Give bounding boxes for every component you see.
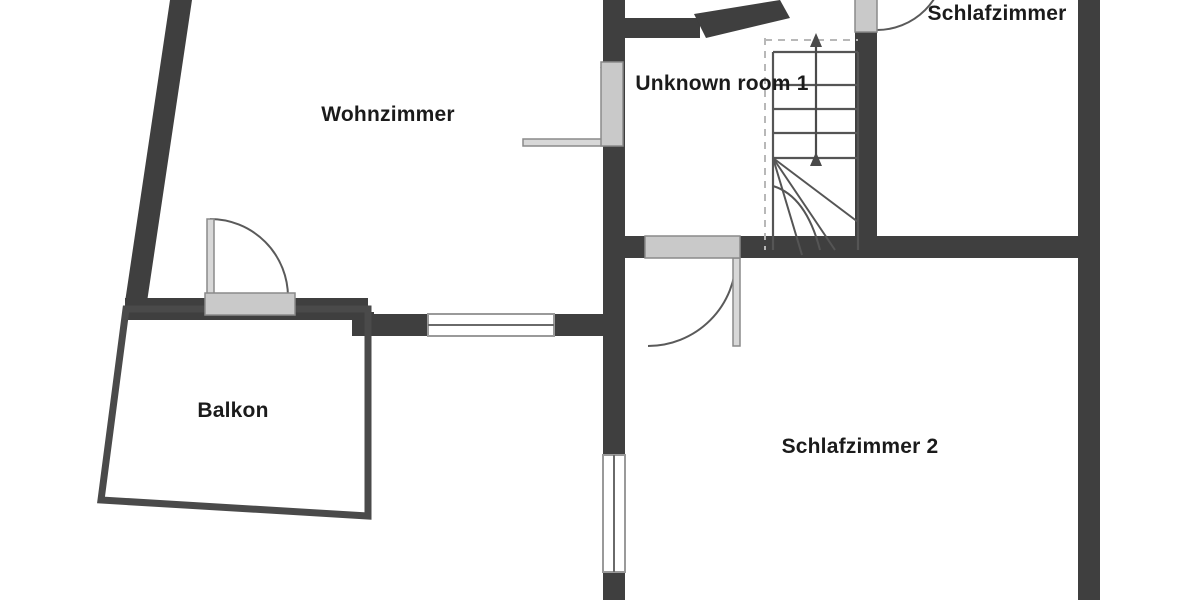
door-frame (644, 235, 741, 259)
door-frame (204, 292, 296, 316)
window-balcony-link (427, 313, 555, 337)
stair-winder (772, 157, 803, 256)
wall-top-center-horizontal (614, 18, 700, 38)
room-label-schlafzimmer: Schlafzimmer (927, 2, 1067, 25)
door-swing-arc (876, 0, 935, 31)
door-leaf (522, 138, 604, 147)
wall-window-right-jamb (552, 314, 614, 336)
window-lower-wall (602, 454, 626, 573)
stair-winder (772, 157, 859, 223)
wall-wohnzimmer-diagonal-left (125, 0, 192, 302)
door-leaf (732, 257, 741, 347)
room-label-wohnzimmer: Wohnzimmer (321, 103, 455, 126)
door-swing-arc (647, 257, 737, 347)
room-label-unknown-room-1: Unknown room 1 (635, 72, 809, 95)
staircase (764, 33, 860, 256)
wall-top-diagonal (694, 0, 790, 38)
door-leaf (206, 218, 215, 300)
door-schlafzimmer-2[interactable] (644, 235, 741, 347)
door-schlafzimmer[interactable] (854, 0, 945, 33)
door-frame (854, 0, 878, 33)
wall-unknown-room-right (855, 0, 877, 258)
door-wohnzimmer-unknown[interactable] (522, 61, 624, 147)
stair-direction-arrow (810, 33, 822, 166)
door-balcony[interactable] (204, 218, 296, 316)
stair-winder (772, 157, 836, 251)
room-label-schlafzimmer-2: Schlafzimmer 2 (781, 435, 939, 458)
stair-run-outline (771, 52, 860, 250)
stair-winder-curve (772, 185, 821, 251)
door-frame (600, 61, 624, 147)
wall-window-left-jamb (368, 314, 432, 336)
wall-right-exterior (1078, 0, 1100, 600)
door-swing-arc (209, 218, 289, 298)
stair-winders (772, 157, 859, 256)
room-label-balkon: Balkon (197, 399, 269, 422)
wall-central-vertical-lower (603, 570, 625, 600)
